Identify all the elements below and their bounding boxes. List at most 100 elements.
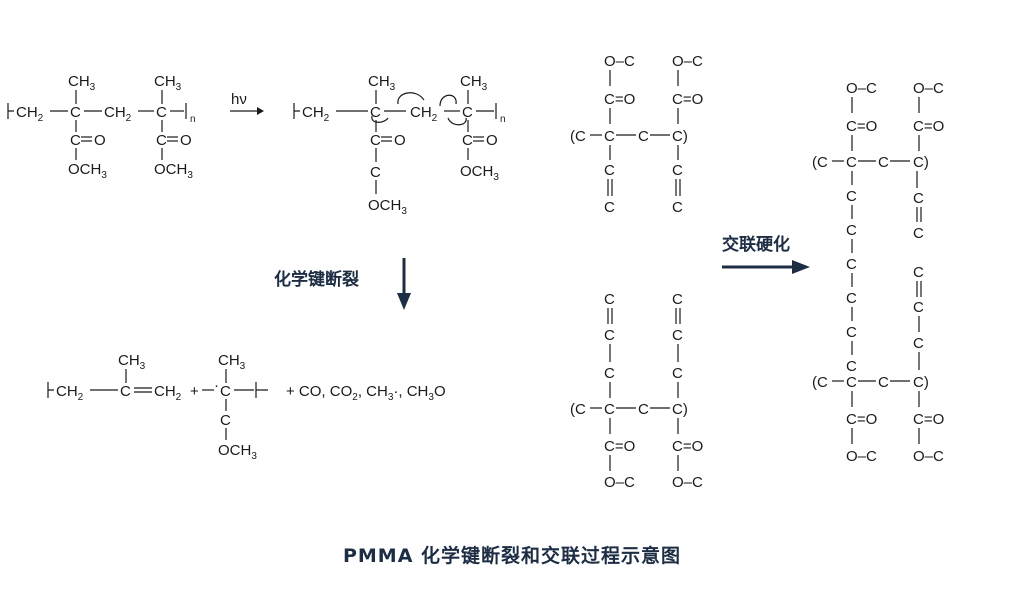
arrow-head bbox=[257, 107, 264, 115]
backbone-left: (C bbox=[812, 154, 828, 171]
backbone-right: C) bbox=[672, 128, 688, 145]
ester-oc: O–C bbox=[604, 53, 635, 70]
carbon-label: C bbox=[878, 374, 889, 391]
electron-arrow-curve bbox=[397, 92, 425, 105]
carbon-label: C bbox=[672, 365, 683, 382]
carbon-label: C bbox=[604, 291, 615, 308]
hv-arrow: hν bbox=[230, 91, 264, 115]
carbon-label: C bbox=[846, 290, 857, 307]
arrow-head bbox=[792, 260, 810, 274]
methoxy-label: OCH3 bbox=[154, 161, 193, 181]
carbon-label: C bbox=[120, 383, 131, 400]
carbonyl-group: C=O bbox=[604, 91, 635, 108]
electron-arrow-curve bbox=[371, 115, 389, 123]
figure-caption: PMMA 化学键断裂和交联过程示意图 bbox=[343, 544, 681, 567]
ch2-label: CH2 bbox=[302, 104, 330, 124]
arrow-head bbox=[397, 293, 411, 310]
backbone-right: C) bbox=[672, 401, 688, 418]
carbonyl-oxygen: O bbox=[180, 132, 192, 149]
plus-sign: + bbox=[190, 383, 199, 400]
carbonyl-group: C=O bbox=[604, 438, 635, 455]
ch3-label: CH3 bbox=[118, 352, 146, 372]
carbon-label: C bbox=[846, 374, 857, 391]
carbon-label: C bbox=[913, 225, 924, 242]
ester-oc: O–C bbox=[913, 80, 944, 97]
carbon-label: C bbox=[220, 412, 231, 429]
ester-oc: O–C bbox=[846, 448, 877, 465]
carbonyl-group: C=O bbox=[672, 438, 703, 455]
pmma-chain-structure: CH2 C CH3 CH2 C CH3 n C O OCH3 C O OCH3 bbox=[7, 73, 196, 181]
carbon-label: C bbox=[913, 264, 924, 281]
carbon-label: C bbox=[846, 154, 857, 171]
backbone-left: (C bbox=[570, 401, 586, 418]
scission-arrow: 化学键断裂 bbox=[274, 258, 411, 310]
ch2-label: CH2 bbox=[154, 383, 182, 403]
carbon-label: C bbox=[604, 162, 615, 179]
carbon-label: C bbox=[370, 104, 381, 121]
carbon-label: C bbox=[638, 401, 649, 418]
chain-bracket-left bbox=[7, 103, 14, 119]
carbonyl-group: C=O bbox=[913, 118, 944, 135]
ester-oc: O–C bbox=[913, 448, 944, 465]
carbon-label: C bbox=[156, 104, 167, 121]
carbonyl-group: C=O bbox=[672, 91, 703, 108]
carbon-label: C bbox=[672, 199, 683, 216]
carbon-label: C bbox=[846, 222, 857, 239]
carbonyl-group: C=O bbox=[913, 411, 944, 428]
small-molecule-products: + CO, CO2, CH3·, CH3O bbox=[286, 383, 446, 403]
carbon-label: C bbox=[846, 188, 857, 205]
backbone-right: C) bbox=[913, 154, 929, 171]
backbone-left: (C bbox=[570, 128, 586, 145]
methoxy-label: OCH3 bbox=[68, 161, 107, 181]
carbonyl-carbon: C bbox=[370, 132, 381, 149]
carbonyl-oxygen: O bbox=[394, 132, 406, 149]
carbon-label: C bbox=[604, 199, 615, 216]
methoxy-label: OCH3 bbox=[460, 163, 499, 183]
carbonyl-carbon: C bbox=[156, 132, 167, 149]
repeat-n-label: n bbox=[500, 114, 506, 125]
carbonyl-oxygen: O bbox=[486, 132, 498, 149]
crosslink-label: 交联硬化 bbox=[722, 234, 790, 255]
carbon-label: C bbox=[462, 104, 473, 121]
scission-label: 化学键断裂 bbox=[274, 269, 359, 290]
carbonyl-carbon: C bbox=[462, 132, 473, 149]
crosslink-reactant-bottom: C C C C C C (C C C C) C=O C=O O–C O–C bbox=[570, 291, 703, 491]
carbon-label: C bbox=[913, 335, 924, 352]
crosslinked-product: O–C O–C C=O C=O (C C C C) C C C C C C C … bbox=[812, 80, 944, 465]
ch3-label: CH3 bbox=[68, 73, 96, 93]
crosslink-arrow: 交联硬化 bbox=[722, 234, 810, 274]
scission-products: CH2 C CH3 CH2 + · C CH3 C OCH3 + CO, CO2… bbox=[47, 352, 446, 462]
carbon-label: C bbox=[604, 365, 615, 382]
electron-arrow-curve bbox=[439, 94, 457, 107]
hv-label: hν bbox=[231, 91, 247, 108]
carbon-label: C bbox=[672, 327, 683, 344]
crosslink-reactant-top: O–C O–C C=O C=O (C C C C) C C C C bbox=[570, 53, 703, 216]
carbon-label: C bbox=[604, 401, 615, 418]
excited-chain-structure: CH2 C CH3 CH2 C CH3 n C O C OCH3 C O bbox=[293, 73, 506, 217]
carbon-label: C bbox=[70, 104, 81, 121]
ch3-label: CH3 bbox=[368, 73, 396, 93]
methoxy-label: OCH3 bbox=[218, 442, 257, 462]
backbone-left: (C bbox=[812, 374, 828, 391]
repeat-n-label: n bbox=[190, 114, 196, 125]
ch2-label: CH2 bbox=[56, 383, 84, 403]
carbonyl-group: C=O bbox=[846, 118, 877, 135]
ester-oc: O–C bbox=[604, 474, 635, 491]
carbon-label: C bbox=[220, 383, 231, 400]
methoxy-oxygen-carbon: C bbox=[370, 164, 381, 181]
carbonyl-group: C=O bbox=[846, 411, 877, 428]
carbon-label: C bbox=[913, 299, 924, 316]
chain-bracket-left bbox=[47, 382, 54, 398]
ch2-label: CH2 bbox=[16, 104, 44, 124]
carbon-label: C bbox=[604, 128, 615, 145]
carbonyl-oxygen: O bbox=[94, 132, 106, 149]
carbon-label: C bbox=[878, 154, 889, 171]
carbon-label: C bbox=[672, 291, 683, 308]
ch3-label: CH3 bbox=[460, 73, 488, 93]
carbon-label: C bbox=[672, 162, 683, 179]
carbon-label: C bbox=[604, 327, 615, 344]
carbon-label: C bbox=[846, 324, 857, 341]
carbon-label: C bbox=[846, 358, 857, 375]
